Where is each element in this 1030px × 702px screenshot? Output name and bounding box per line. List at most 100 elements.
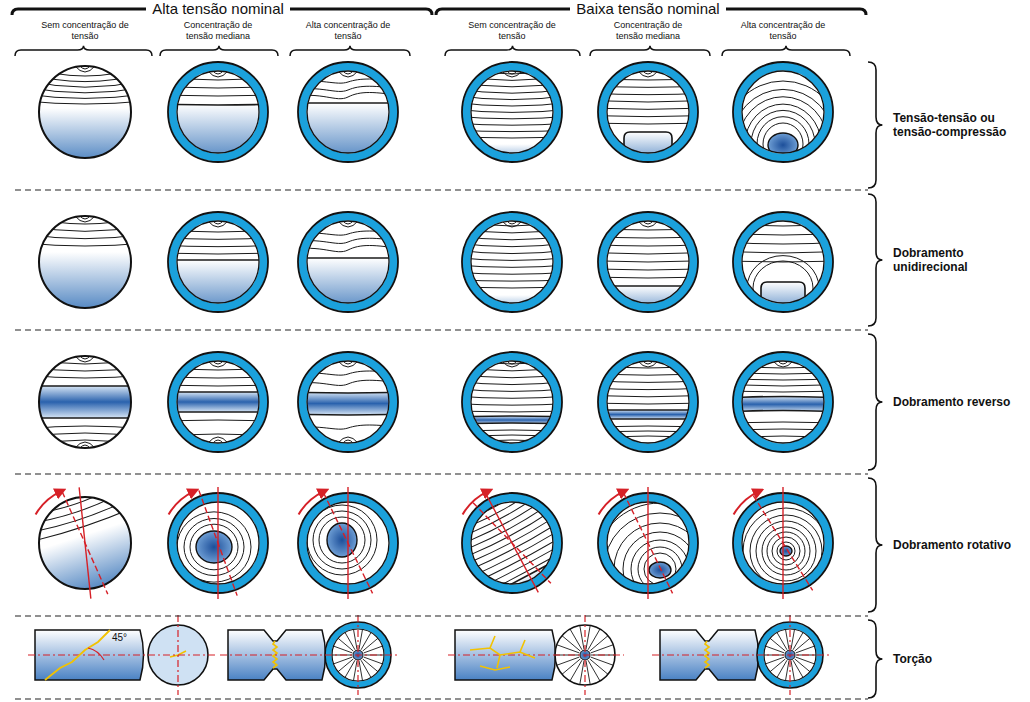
beach-mark [25,216,145,224]
final-fracture-zone [649,562,671,578]
ratchet-mark [363,659,378,672]
beach-mark [158,434,278,437]
rotation-arrow [36,491,61,514]
ratchet-mark [359,661,362,681]
ratchet-mark [345,632,355,649]
notch-ring [603,357,694,448]
outline [177,71,259,153]
outline [177,361,259,443]
ratchet-mark [791,661,794,681]
beach-mark [25,73,145,82]
fracture-surface [288,62,408,172]
fracture-surface [437,474,593,624]
angle-arc [88,648,104,660]
rotation-arrow [734,491,759,514]
notch-ring [173,217,264,308]
ratchet-mark [359,629,362,649]
beach-mark [588,365,708,368]
beach-mark [25,66,145,76]
beach-mark [25,433,145,438]
beach-mark [313,511,371,569]
beach-mark [588,78,708,80]
fracture-surface [452,352,572,452]
outline [462,62,562,162]
ratchet-mark [591,657,614,665]
beach-mark [25,375,145,378]
beach-mark [25,234,145,239]
fracture-surface [723,352,843,452]
beach-mark [25,80,145,87]
bracket [590,46,710,56]
surface-fill [25,216,145,322]
beach-mark [452,435,572,438]
bracket [445,46,580,56]
ratchet-mark [334,657,353,664]
fracture-surface [298,487,398,599]
outline [733,212,833,312]
rotation-arrow [299,491,324,514]
outline [462,493,562,593]
outline [742,361,824,443]
axis-line [652,654,832,655]
outline [307,71,389,153]
ratchet-mark [795,659,810,672]
ratchet-mark [590,659,608,674]
outline [471,221,553,303]
beach-mark [288,79,408,83]
beach-mark [184,519,244,576]
beach-mark [16,488,132,531]
angle-label: 45° [112,632,127,644]
beach-mark [723,223,843,226]
notch-ring [603,217,694,308]
ratchet-mark [796,657,815,664]
crack [470,636,535,670]
fracture-surface [723,62,843,207]
axis-line [199,490,237,595]
outline [598,212,698,312]
beach-mark [25,358,145,364]
row-separator [15,329,868,330]
column-heading: Alta concentração de tensão [300,20,396,42]
notch-ring [467,498,558,589]
beach-mark [25,225,145,231]
ratchet-mark [777,660,787,677]
fracture-surface [168,487,268,599]
ratchet-mark [364,657,383,664]
row-heading: Dobramento rotativo [893,538,1027,552]
notch-ring [738,217,829,308]
outline [607,221,689,303]
ratchet-mark [770,638,785,651]
ratchet-mark [361,660,371,677]
bracket [868,194,882,326]
bracket [290,46,410,56]
outline [607,361,689,443]
outline [598,62,698,162]
beach-mark [588,431,708,433]
group-heading: Alta tensão nominal [146,0,290,18]
column-heading: Alta concentração de tensão [735,20,831,42]
axis-line [28,654,216,655]
ratchet-mark [777,632,787,649]
final-fracture-zone [780,546,792,556]
final-fracture-zone [25,386,145,418]
notch-ring [303,217,394,308]
ratchet-mark [570,629,582,650]
bracket [868,478,882,612]
row-separator [15,189,868,190]
beach-mark [25,367,145,372]
outline [298,352,398,452]
outline [471,71,553,153]
beach-mark [158,367,278,370]
fracture-surface [733,487,836,601]
outline [742,71,824,153]
ratchet-mark [557,645,580,653]
outline [462,212,562,312]
axis-line [62,492,108,594]
notch-ring [738,357,829,448]
ratchet-mark [588,629,600,650]
ratchet-mark [580,661,584,685]
beach-mark [757,117,809,172]
ratchet-mark [338,638,353,651]
fracture-surface [158,212,278,322]
ratchet-mark [770,659,785,672]
